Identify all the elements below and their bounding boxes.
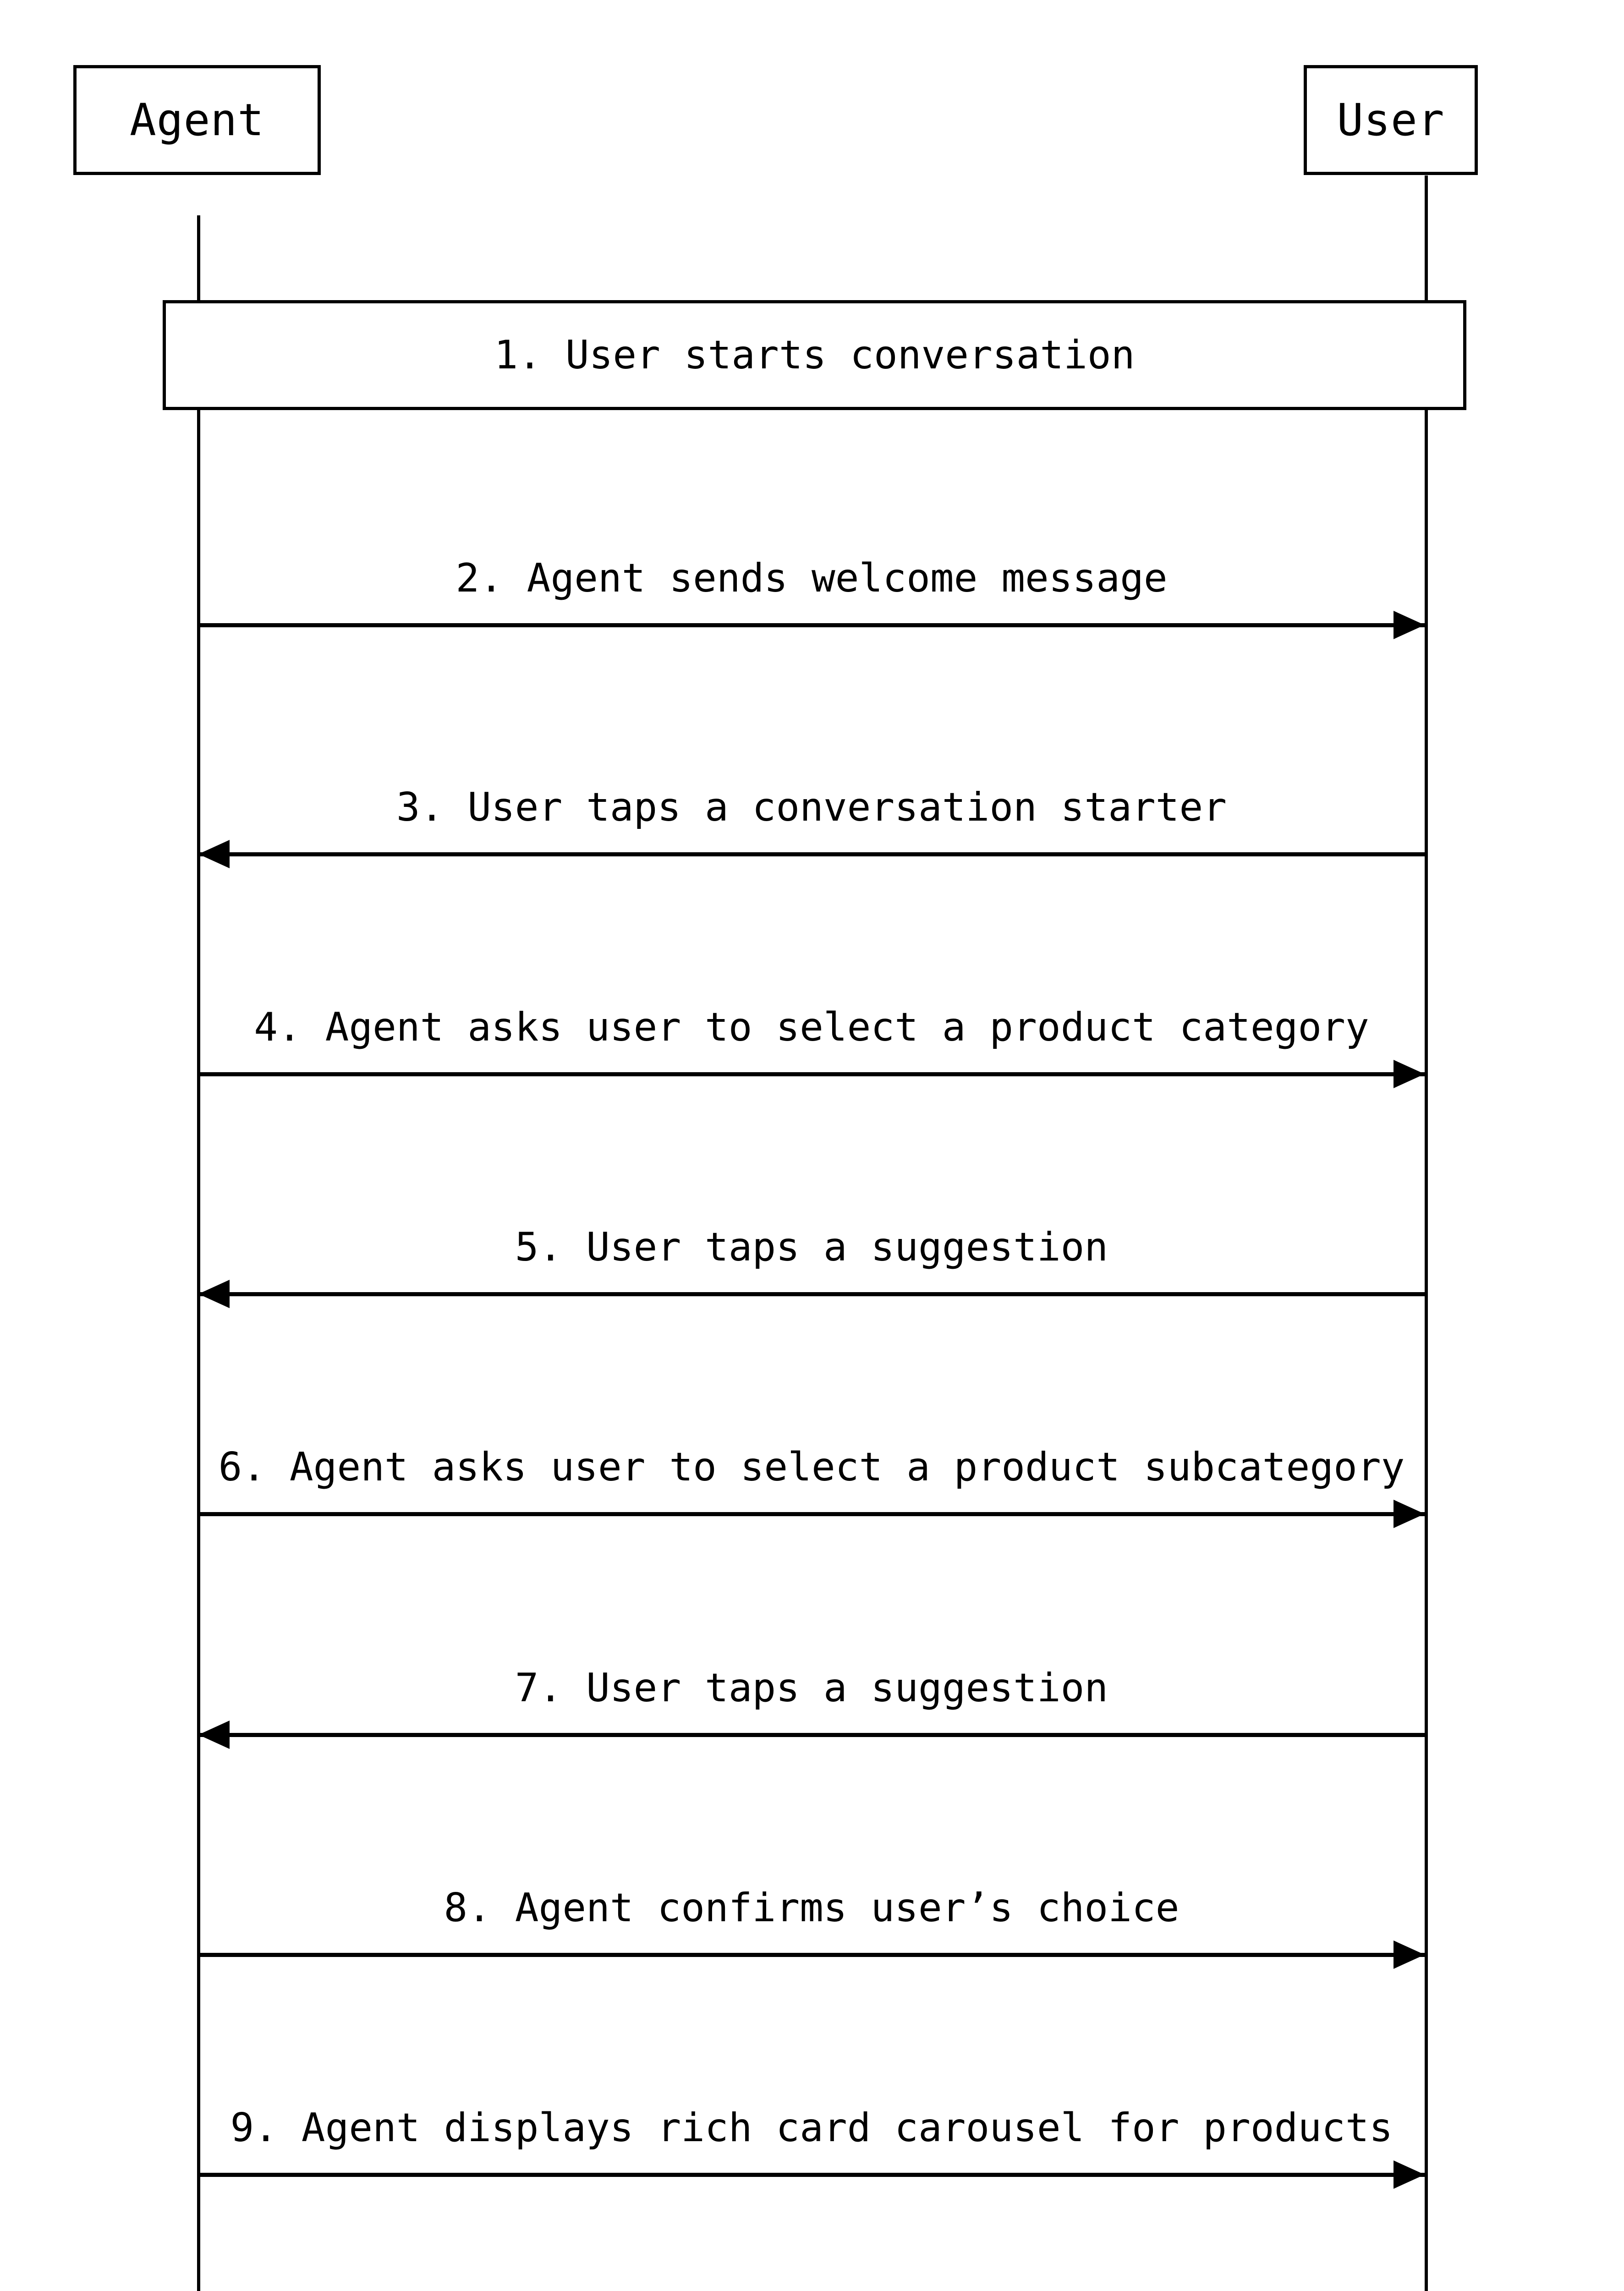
message-8-arrowhead-icon xyxy=(1394,1940,1425,1969)
message-8-label: 8. Agent confirms user’s choice xyxy=(444,1885,1180,1931)
message-7-label: 7. User taps a suggestion xyxy=(515,1665,1108,1711)
message-6-line xyxy=(198,1512,1425,1516)
message-4-label: 4. Agent asks user to select a product c… xyxy=(254,1004,1369,1050)
note-user-starts-conversation[interactable]: 1. User starts conversation xyxy=(163,300,1466,410)
message-5-label: 5. User taps a suggestion xyxy=(515,1224,1108,1270)
message-9-arrowhead-icon xyxy=(1394,2160,1425,2189)
message-6-arrowhead-icon xyxy=(1394,1500,1425,1528)
lifeline-agent xyxy=(197,215,200,2291)
participant-user-top[interactable]: User xyxy=(1304,65,1478,175)
message-6-label: 6. Agent asks user to select a product s… xyxy=(218,1444,1405,1490)
message-2-line xyxy=(198,623,1425,627)
message-8-line xyxy=(198,1953,1425,1957)
participant-agent-top-label: Agent xyxy=(130,94,264,146)
lifeline-user xyxy=(1425,175,1428,2291)
message-9-line xyxy=(198,2173,1425,2177)
message-3-arrowhead-icon xyxy=(198,840,230,868)
message-5-arrowhead-icon xyxy=(198,1280,230,1308)
message-4-line xyxy=(198,1072,1425,1076)
message-4-arrowhead-icon xyxy=(1394,1060,1425,1088)
message-7-arrowhead-icon xyxy=(198,1721,230,1749)
message-9-label: 9. Agent displays rich card carousel for… xyxy=(230,2105,1393,2151)
message-2-arrowhead-icon xyxy=(1394,611,1425,639)
participant-agent-top[interactable]: Agent xyxy=(73,65,321,175)
message-2-label: 2. Agent sends welcome message xyxy=(455,555,1168,601)
participant-user-top-label: User xyxy=(1337,94,1445,146)
message-3-label: 3. User taps a conversation starter xyxy=(396,784,1227,830)
message-3-line xyxy=(198,852,1425,856)
message-7-line xyxy=(198,1733,1425,1737)
message-5-line xyxy=(198,1292,1425,1296)
note-label: 1. User starts conversation xyxy=(494,332,1135,378)
